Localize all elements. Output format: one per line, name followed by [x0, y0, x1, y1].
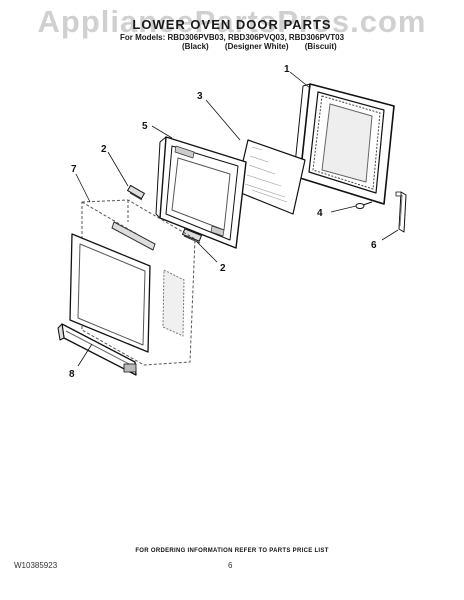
door-glass: [235, 139, 306, 215]
inner-glass-panels: [69, 233, 151, 353]
finish-designer-white: (Designer White): [224, 42, 289, 51]
finish-biscuit: (Biscuit): [304, 42, 337, 51]
inner-door-frame: [155, 136, 247, 249]
screw: [355, 201, 373, 209]
callout-7: 7: [71, 164, 77, 175]
callout-1: 1: [284, 64, 290, 75]
callout-8: 8: [69, 369, 75, 380]
door-rail: [111, 221, 185, 337]
ordering-note: FOR ORDERING INFORMATION REFER TO PARTS …: [135, 548, 329, 554]
trim-strip: [395, 191, 407, 233]
callout-6: 6: [371, 240, 377, 251]
model-list: For Models: RBD306PVB03, RBD306PVQ03, RB…: [119, 33, 345, 42]
callout-5: 5: [142, 121, 148, 132]
watermark: AppliancePartsPros.com: [37, 4, 427, 39]
finish-list: (Black) (Designer White) (Biscuit): [182, 42, 351, 51]
outer-door-panel: [293, 83, 395, 205]
callout-4: 4: [317, 208, 323, 219]
finish-black: (Black): [182, 42, 209, 51]
page-title: LOWER OVEN DOOR PARTS: [132, 17, 332, 32]
leader-lines: [75, 71, 399, 367]
callout-2-upper: 2: [101, 144, 107, 155]
door-handle-trim: [57, 323, 137, 376]
callout-3: 3: [197, 91, 203, 102]
document-number: W10385923: [14, 561, 58, 570]
callout-2-lower: 2: [220, 263, 226, 274]
hinge-upper: [127, 184, 145, 201]
page-number: 6: [228, 561, 233, 570]
